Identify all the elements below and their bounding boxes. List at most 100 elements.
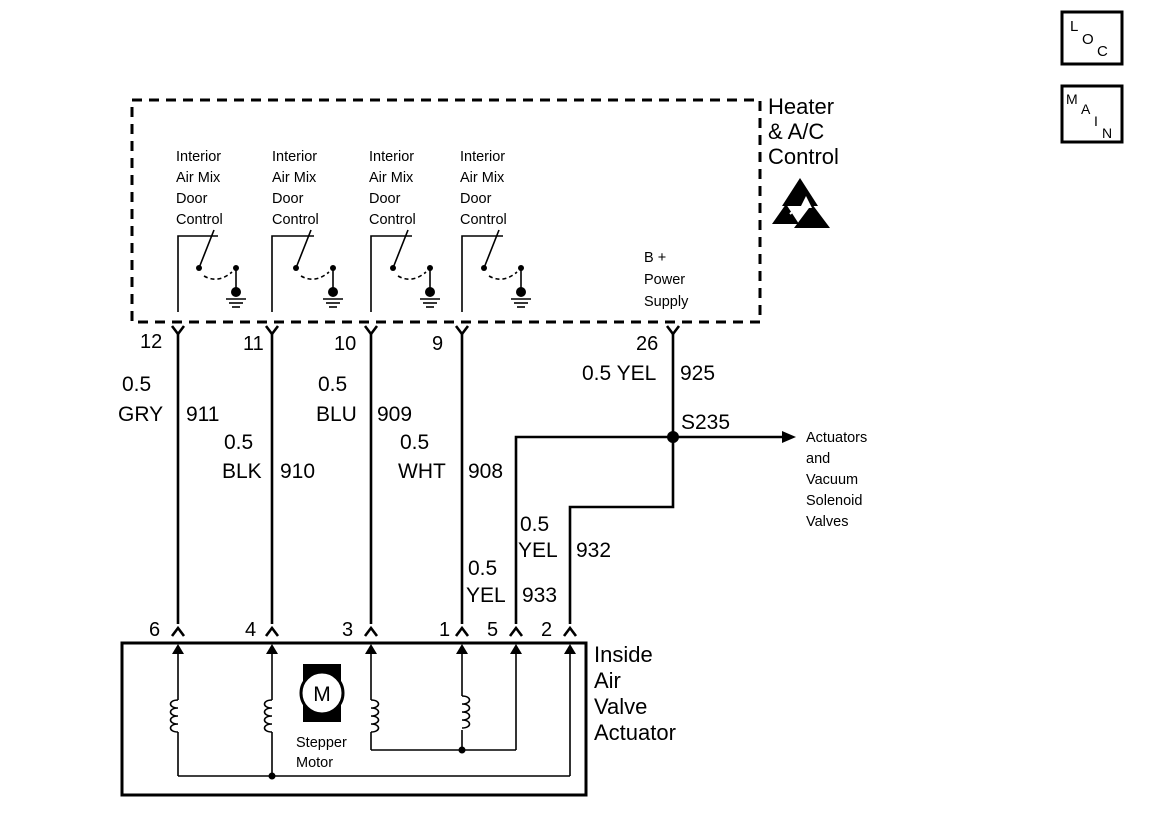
hvac-control-title: Heater & A/C Control bbox=[768, 94, 839, 169]
svg-text:YEL: YEL bbox=[466, 584, 506, 607]
switch-3-label-line-4: Control bbox=[369, 212, 416, 228]
svg-text:& A/C: & A/C bbox=[768, 119, 824, 144]
pin-6-terminal bbox=[170, 625, 186, 637]
svg-text:Valve: Valve bbox=[594, 694, 647, 719]
actuator-internal-arrows bbox=[172, 644, 576, 654]
loc-letter-l: L bbox=[1070, 18, 1078, 35]
top-pin-9: 9 bbox=[432, 333, 443, 355]
pin-1-terminal bbox=[454, 625, 470, 637]
top-connector: 12 11 10 9 26 bbox=[140, 325, 681, 355]
main-letter-m: M bbox=[1066, 91, 1078, 107]
wire-909-label: 0.5 BLU 909 bbox=[316, 373, 412, 426]
loc-letter-o: O bbox=[1082, 31, 1094, 48]
svg-text:932: 932 bbox=[576, 539, 611, 562]
bottom-pin-4: 4 bbox=[245, 619, 256, 641]
top-pin-12: 12 bbox=[140, 331, 162, 353]
pin-11-terminal bbox=[264, 325, 280, 337]
hvac-control-box bbox=[130, 98, 762, 324]
switch-4-label-line-3: Door bbox=[460, 191, 492, 207]
switch-4-label-line-1: Interior bbox=[460, 149, 505, 165]
actuator-box bbox=[120, 641, 588, 797]
switch-2-label-line-1: Interior bbox=[272, 149, 317, 165]
wire-925-label: 0.5 YEL 925 bbox=[582, 362, 715, 385]
svg-text:BLK: BLK bbox=[222, 460, 262, 483]
pin-10-terminal bbox=[363, 325, 379, 337]
coil-3-icon bbox=[370, 699, 380, 733]
svg-text:910: 910 bbox=[280, 460, 315, 483]
svg-text:0.5: 0.5 bbox=[520, 513, 549, 536]
pin-12-terminal bbox=[170, 325, 186, 337]
svg-text:0.5: 0.5 bbox=[400, 431, 429, 454]
top-pin-10: 10 bbox=[334, 333, 356, 355]
svg-text:Stepper: Stepper bbox=[296, 735, 347, 751]
svg-text:BLU: BLU bbox=[316, 403, 357, 426]
wire-911-label: 0.5 GRY 911 bbox=[118, 373, 219, 426]
svg-text:and: and bbox=[806, 451, 830, 467]
switch-1-label-line-3: Door bbox=[176, 191, 208, 207]
bottom-pin-1: 1 bbox=[439, 619, 450, 641]
loc-icon[interactable]: L O C bbox=[1060, 10, 1124, 66]
svg-text:WHT: WHT bbox=[398, 460, 446, 483]
bottom-pin-2: 2 bbox=[541, 619, 552, 641]
svg-text:Air: Air bbox=[594, 668, 621, 693]
arrow-right-icon bbox=[782, 431, 796, 443]
main-icon[interactable]: M A I N bbox=[1060, 84, 1124, 144]
switch-1-label-line-4: Control bbox=[176, 212, 223, 228]
svg-text:Supply: Supply bbox=[644, 294, 689, 310]
svg-text:909: 909 bbox=[377, 403, 412, 426]
loc-letter-c: C bbox=[1097, 43, 1108, 60]
pin-2-terminal bbox=[562, 625, 578, 637]
svg-text:Actuators: Actuators bbox=[806, 430, 867, 446]
pin-9-terminal bbox=[454, 325, 470, 337]
wire-910-label: 0.5 BLK 910 bbox=[222, 431, 315, 483]
svg-text:0.5: 0.5 bbox=[122, 373, 151, 396]
air-mix-door-switch-3: Interior Air Mix Door Control bbox=[369, 149, 440, 312]
esd-warning-icon bbox=[772, 178, 830, 228]
main-letter-n: N bbox=[1102, 125, 1112, 141]
svg-text:Motor: Motor bbox=[296, 755, 333, 771]
stepper-motor-icon: M bbox=[299, 664, 345, 722]
svg-text:0.5: 0.5 bbox=[318, 373, 347, 396]
wire-933 bbox=[514, 435, 673, 624]
svg-text:0.5: 0.5 bbox=[224, 431, 253, 454]
top-pin-11: 11 bbox=[243, 333, 264, 355]
coil-4-icon bbox=[461, 695, 471, 729]
switch-4-label-line-4: Control bbox=[460, 212, 507, 228]
svg-text:911: 911 bbox=[186, 403, 219, 426]
splice-s235-node bbox=[667, 431, 679, 443]
wire-932-label: 0.5 YEL 932 bbox=[518, 513, 611, 562]
svg-text:B +: B + bbox=[644, 250, 666, 266]
svg-text:925: 925 bbox=[680, 362, 715, 385]
bottom-pin-3: 3 bbox=[342, 619, 353, 641]
switch-1-label-line-1: Interior bbox=[176, 149, 221, 165]
switch-2-label-line-2: Air Mix bbox=[272, 170, 317, 186]
wire-908-label: 0.5 WHT 908 bbox=[398, 431, 503, 483]
svg-text:YEL: YEL bbox=[518, 539, 558, 562]
coil-1-icon bbox=[169, 699, 179, 733]
b-plus-power-supply-label: B + Power Supply bbox=[644, 250, 689, 310]
bottom-connector: 6 4 3 1 5 2 bbox=[149, 619, 578, 641]
svg-text:Actuator: Actuator bbox=[594, 720, 676, 745]
air-mix-door-switch-2: Interior Air Mix Door Control bbox=[271, 149, 343, 312]
wire-933-label: 0.5 YEL 933 bbox=[466, 557, 557, 607]
svg-text:933: 933 bbox=[522, 584, 557, 607]
svg-text:Control: Control bbox=[768, 144, 839, 169]
svg-text:GRY: GRY bbox=[118, 403, 163, 426]
main-letter-i: I bbox=[1094, 113, 1098, 129]
svg-text:0.5 YEL: 0.5 YEL bbox=[582, 362, 656, 385]
switch-3-label-line-3: Door bbox=[369, 191, 401, 207]
pin-4-terminal bbox=[264, 625, 280, 637]
svg-text:Solenoid: Solenoid bbox=[806, 493, 862, 509]
svg-text:Vacuum: Vacuum bbox=[806, 472, 858, 488]
bottom-pin-6: 6 bbox=[149, 619, 160, 641]
coil-2-icon bbox=[263, 699, 273, 733]
actuator-internal-wiring bbox=[177, 654, 571, 780]
actuators-destination-label: Actuators and Vacuum Solenoid Valves bbox=[806, 430, 867, 530]
actuator-title: Inside Air Valve Actuator bbox=[594, 642, 676, 745]
pin-3-terminal bbox=[363, 625, 379, 637]
pin-5-terminal bbox=[508, 625, 524, 637]
motor-symbol: M bbox=[313, 683, 331, 706]
air-mix-door-switch-4: Interior Air Mix Door Control bbox=[460, 149, 531, 312]
stepper-motor-label: Stepper Motor bbox=[296, 735, 347, 771]
